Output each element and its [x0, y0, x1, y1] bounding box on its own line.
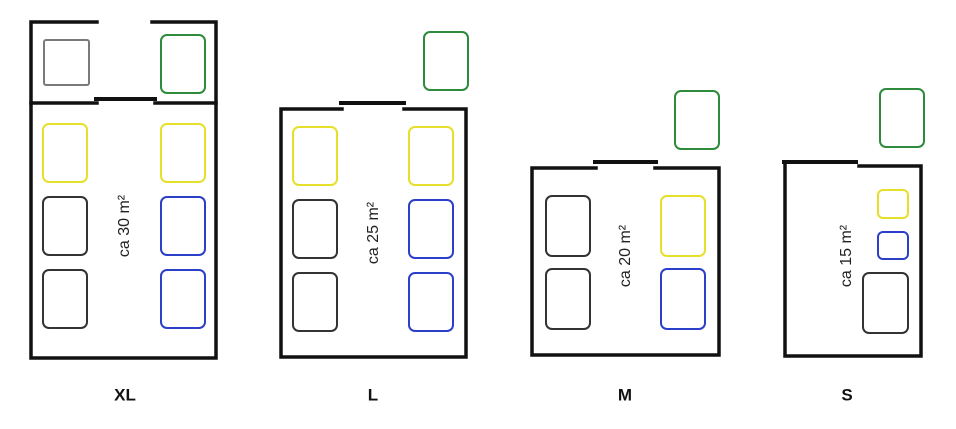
- room-xl: ca 30 m² XL: [29, 20, 218, 404]
- s-blue-box: [877, 231, 909, 260]
- l-black-bed-2: [292, 272, 338, 332]
- room-l: ca 25 m² L: [279, 31, 469, 404]
- m-blue-bed: [660, 268, 706, 330]
- room-s: ca 15 m² S: [782, 88, 925, 404]
- xl-area-label: ca 30 m²: [116, 194, 133, 257]
- l-size-label: L: [368, 385, 378, 404]
- m-area-label: ca 20 m²: [617, 224, 634, 287]
- s-area-label: ca 15 m²: [838, 224, 855, 287]
- l-yellow-bed-right: [408, 126, 454, 186]
- s-wall: [783, 160, 923, 358]
- s-green-bed: [879, 88, 925, 148]
- m-size-label: M: [618, 385, 632, 404]
- l-yellow-bed-left: [292, 126, 338, 186]
- s-size-label: S: [841, 385, 852, 404]
- xl-gray-square: [43, 39, 90, 86]
- l-black-bed-1: [292, 199, 338, 259]
- xl-blue-bed-2: [160, 269, 206, 329]
- xl-size-label: XL: [114, 385, 136, 404]
- m-green-bed: [674, 90, 720, 150]
- m-black-bed-1: [545, 195, 591, 257]
- xl-green-bed: [160, 34, 206, 94]
- xl-blue-bed-1: [160, 196, 206, 256]
- xl-wall: [29, 20, 218, 360]
- m-wall: [530, 166, 721, 357]
- xl-black-bed-1: [42, 196, 88, 256]
- l-blue-bed-2: [408, 272, 454, 332]
- l-area-label: ca 25 m²: [365, 201, 382, 264]
- l-blue-bed-1: [408, 199, 454, 259]
- xl-yellow-bed-right: [160, 123, 206, 183]
- l-green-bed: [423, 31, 469, 91]
- xl-yellow-bed-left: [42, 123, 88, 183]
- room-m: ca 20 m² M: [530, 90, 721, 404]
- m-black-bed-2: [545, 268, 591, 330]
- m-yellow-bed: [660, 195, 706, 257]
- s-black-bed: [862, 272, 909, 334]
- s-yellow-box: [877, 189, 909, 219]
- l-wall: [279, 107, 468, 359]
- xl-black-bed-2: [42, 269, 88, 329]
